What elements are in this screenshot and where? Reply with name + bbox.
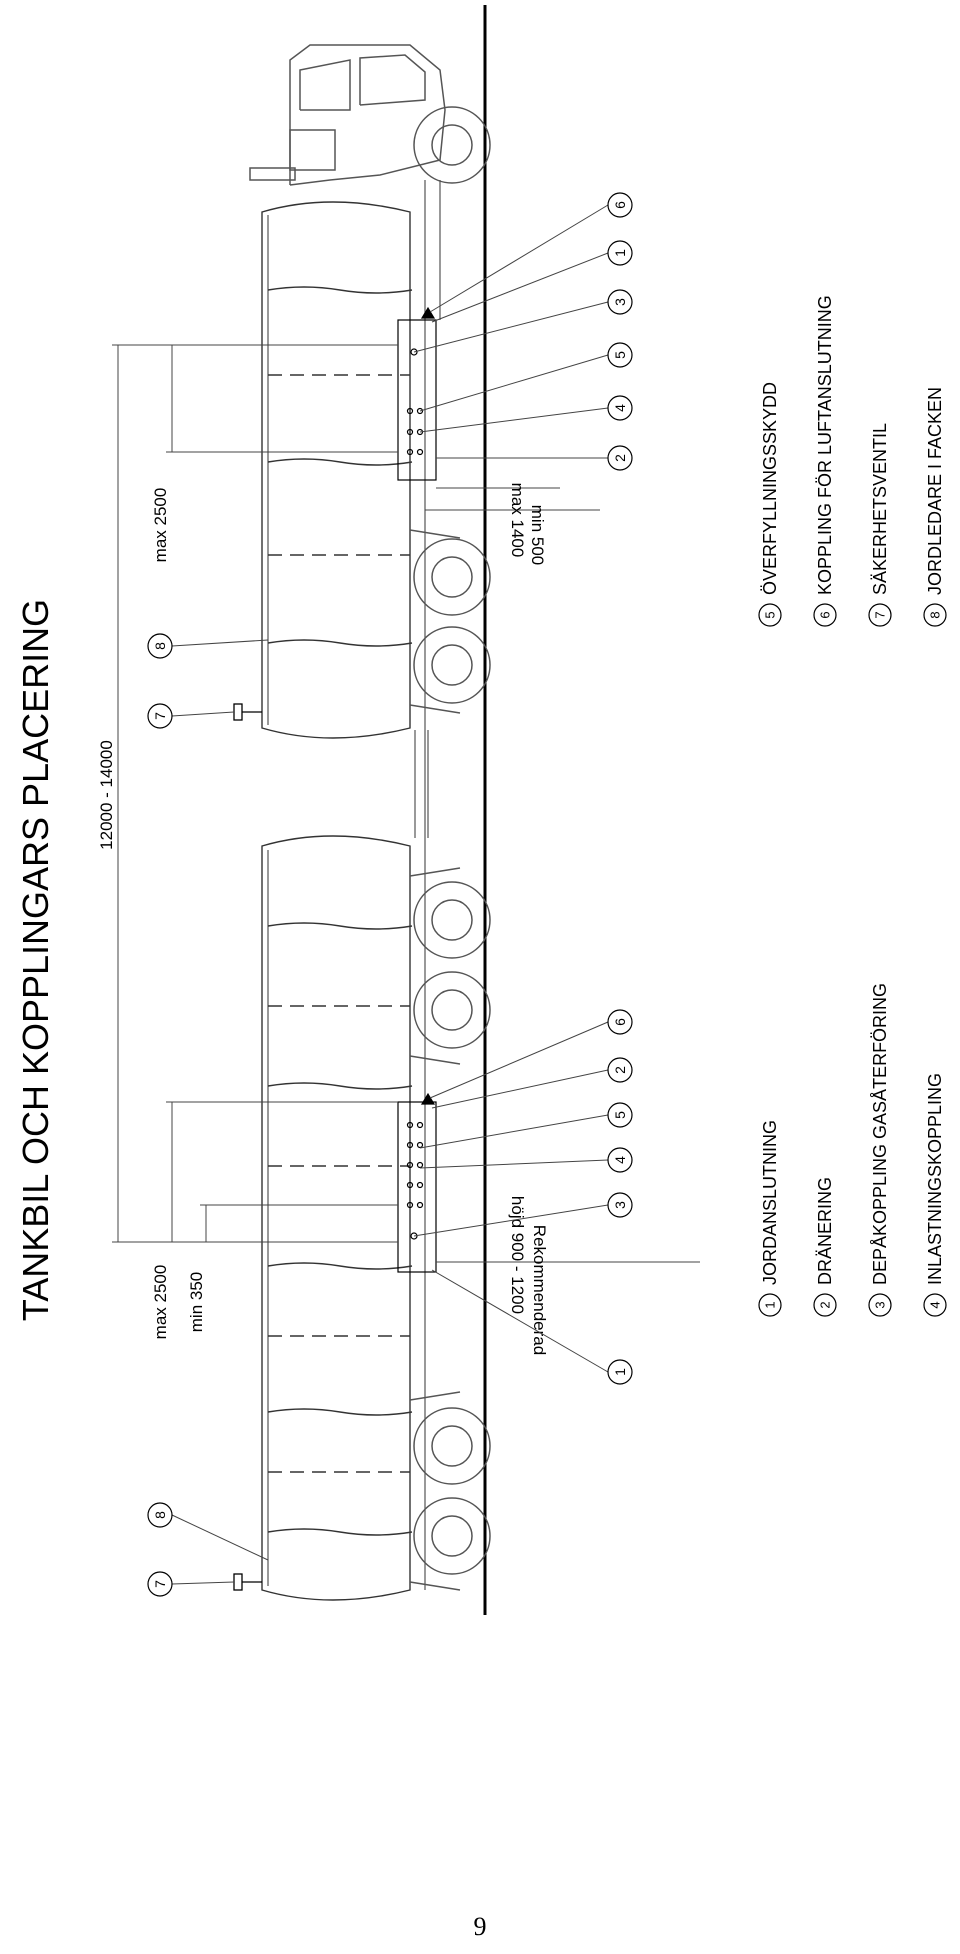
legend-item-1: JORDANSLUTNING: [760, 1120, 780, 1285]
callout-4: 4: [607, 395, 633, 421]
lower-tank: [261, 835, 413, 1601]
dim-min-350: min 350: [187, 1272, 206, 1332]
legend-item-3: DEPÅKOPPLING GASÅTERFÖRING: [870, 983, 890, 1285]
legend: 1 JORDANSLUTNING 2 DRÄNERING 3 DEPÅKOPPLING G…: [758, 295, 947, 1317]
legend-item-6: KOPPLING FÖR LUFTANSLUTNING: [815, 295, 835, 595]
callout-2-number: 2: [612, 1066, 628, 1074]
dim-hojd: höjd 900 - 1200: [508, 1196, 527, 1314]
callout-3: 3: [607, 289, 633, 315]
legend-item-1-badge: 1: [758, 1293, 782, 1317]
cab-wheel: [413, 106, 491, 184]
callout-8: 8: [147, 633, 173, 659]
callout-2: 2: [607, 445, 633, 471]
callout-1-number: 1: [612, 1368, 628, 1376]
legend-item-1-badge-number: 1: [763, 1301, 778, 1308]
dim-lower-max-2500: max 2500: [151, 1265, 170, 1340]
legend-item-3-badge: 3: [868, 1293, 892, 1317]
callout-7: 7: [147, 1571, 173, 1597]
callout-3-number: 3: [612, 1201, 628, 1209]
dim-overall: 12000 - 14000: [97, 740, 116, 850]
callout-8-number: 8: [152, 642, 168, 650]
callout-5: 5: [607, 1102, 633, 1128]
dim-rekommenderad: Rekommenderad: [530, 1225, 549, 1355]
legend-item-5-badge-number: 5: [763, 611, 778, 618]
legend-item-2-badge-number: 2: [818, 1301, 833, 1308]
callout-1: 1: [607, 240, 633, 266]
callout-2: 2: [607, 1057, 633, 1083]
callout-5-number: 5: [612, 1111, 628, 1119]
page-number: 9: [473, 1912, 487, 1941]
dim-upper-max-2500: max 2500: [151, 488, 170, 563]
legend-item-8: JORDLEDARE I FACKEN: [925, 387, 945, 595]
callout-6: 6: [607, 192, 633, 218]
page-title: TANKBIL OCH KOPPLINGARS PLACERING: [15, 599, 56, 1321]
callout-7: 7: [147, 703, 173, 729]
legend-item-6-badge-number: 6: [818, 611, 833, 618]
legend-item-4-badge-number: 4: [928, 1301, 943, 1308]
legend-item-5: ÖVERFYLLNINGSSKYDD: [760, 382, 780, 595]
legend-item-6-badge: 6: [813, 603, 837, 627]
callout-4: 4: [607, 1147, 633, 1173]
callout-1-number: 1: [612, 249, 628, 257]
legend-item-8-badge-number: 8: [928, 611, 943, 618]
truck-diagram: TANKBIL OCH KOPPLINGARS PLACERING: [15, 5, 947, 1615]
callout-6-number: 6: [612, 1018, 628, 1026]
legend-item-7: SÄKERHETSVENTIL: [870, 423, 890, 595]
callout-2-number: 2: [612, 454, 628, 462]
callout-3-number: 3: [612, 298, 628, 306]
lower-wheels: [409, 867, 491, 1591]
legend-item-4: INLASTNINGSKOPPLING: [925, 1073, 945, 1285]
legend-item-7-badge-number: 7: [873, 611, 888, 618]
legend-item-8-badge: 8: [923, 603, 947, 627]
lower-safety-valve: [233, 1573, 262, 1591]
upper-tank: [261, 201, 413, 739]
callout-5-number: 5: [612, 351, 628, 359]
legend-item-7-badge: 7: [868, 603, 892, 627]
callout-8: 8: [147, 1502, 173, 1528]
callout-1: 1: [607, 1359, 633, 1385]
callout-7-number: 7: [152, 712, 168, 720]
callout-3: 3: [607, 1192, 633, 1218]
upper-wheels: [409, 529, 491, 714]
callout-6: 6: [607, 1009, 633, 1035]
callout-group: 6 1 3 5 4 2 8 7 6 2 5 4 3 1 8 7: [147, 192, 633, 1597]
legend-item-5-badge: 5: [758, 603, 782, 627]
legend-item-3-badge-number: 3: [873, 1301, 888, 1308]
callout-7-number: 7: [152, 1580, 168, 1588]
lower-connection-panel: [397, 1092, 437, 1273]
legend-item-4-badge: 4: [923, 1293, 947, 1317]
callout-leaders: [171, 204, 609, 1585]
dim-min-500: min 500: [528, 505, 547, 565]
callout-8-number: 8: [152, 1511, 168, 1519]
upper-connection-panel: [397, 306, 437, 481]
dim-max-1400: max 1400: [508, 483, 527, 558]
callout-6-number: 6: [612, 201, 628, 209]
legend-item-2-badge: 2: [813, 1293, 837, 1317]
callout-4-number: 4: [612, 404, 628, 412]
callout-5: 5: [607, 342, 633, 368]
dimension-lines: [112, 344, 700, 1263]
upper-safety-valve: [233, 703, 262, 721]
legend-item-2: DRÄNERING: [815, 1177, 835, 1285]
callout-4-number: 4: [612, 1156, 628, 1164]
truck-cab: [249, 44, 491, 186]
